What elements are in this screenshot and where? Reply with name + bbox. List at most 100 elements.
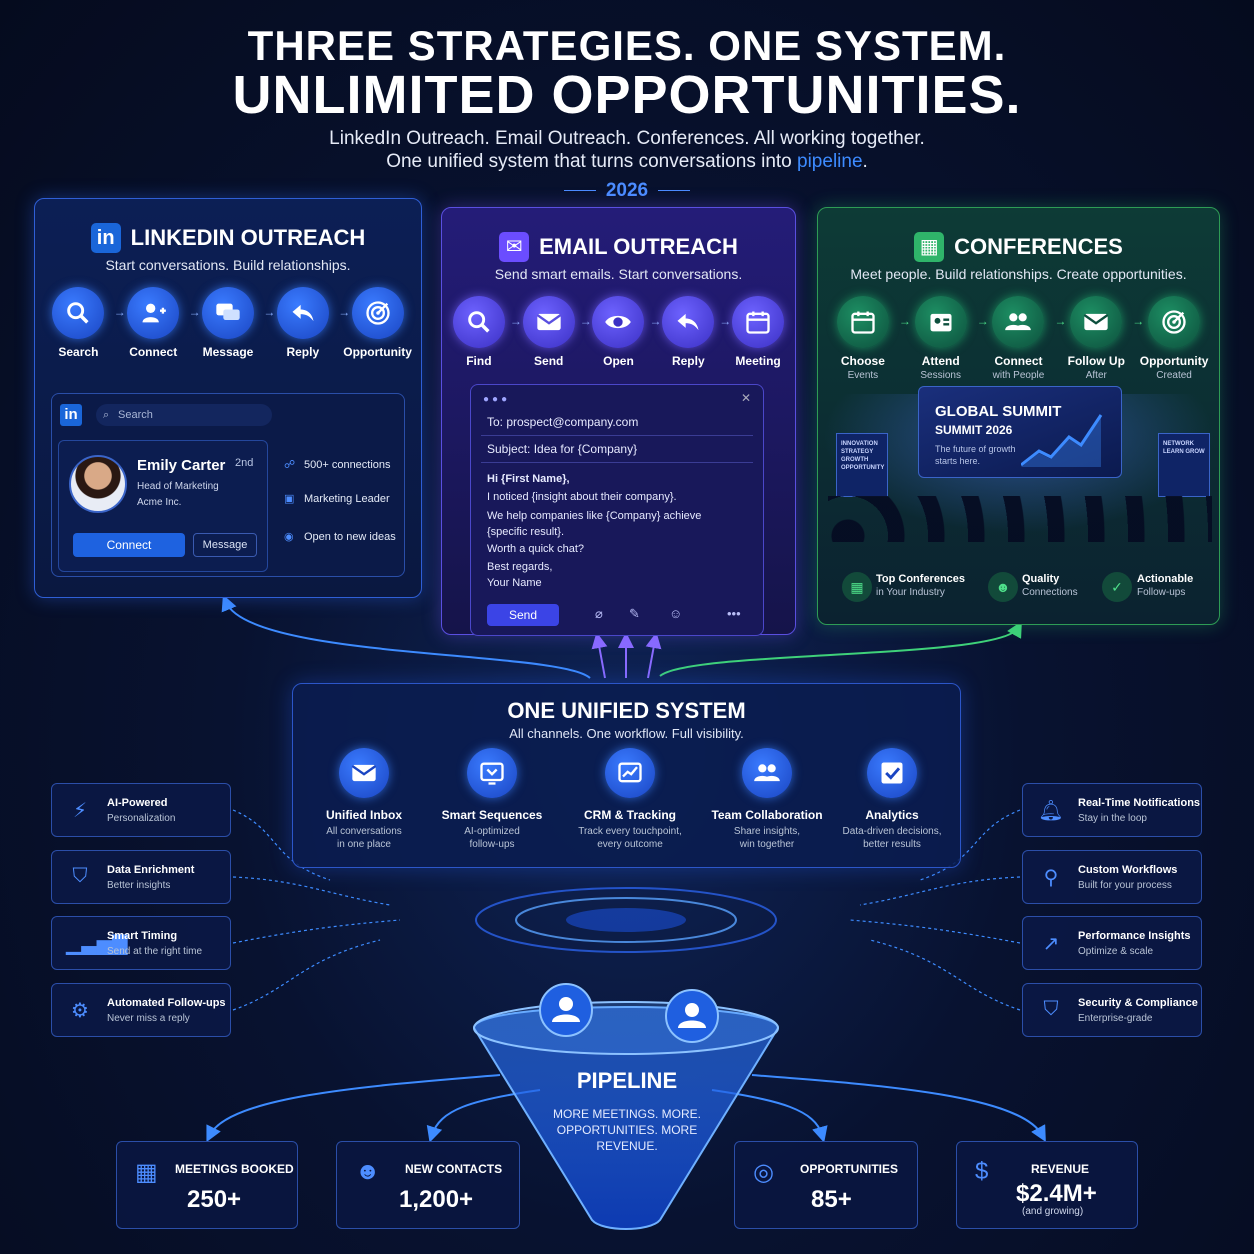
footer-sub: Follow-ups	[1137, 587, 1186, 598]
metric-value: $2.4M+	[1016, 1180, 1097, 1207]
linkedin-step-opportunity: Opportunity	[340, 287, 415, 359]
step-label: Open	[603, 354, 634, 368]
message-button[interactable]: Message	[193, 533, 257, 557]
linkedin-subtitle: Start conversations. Build relationships…	[105, 257, 351, 273]
audience-silhouettes	[828, 496, 1212, 542]
workflow-icon: ⚲	[1043, 867, 1059, 889]
email-step-send: Send→	[516, 296, 592, 368]
side-sub: Built for your process	[1078, 880, 1172, 891]
shield-check-icon: ⛉	[1043, 998, 1059, 1020]
people-icon: ☻	[355, 1158, 381, 1185]
calendar-icon	[732, 296, 785, 348]
reply-icon	[662, 296, 715, 348]
subtitle-line2-end: .	[862, 151, 868, 172]
feature-desc: win together	[739, 839, 795, 850]
conferences-panel: ▦CONFERENCES Meet people. Build relation…	[817, 207, 1220, 625]
envelope-icon	[1070, 296, 1123, 348]
sequence-icon	[467, 748, 517, 798]
feature-desc: in one place	[337, 839, 391, 850]
checkbox-icon	[867, 748, 917, 798]
side-sub: Enterprise-grade	[1078, 1013, 1153, 1024]
attachment-icon[interactable]: ⌀	[595, 606, 603, 621]
email-steps: Find→ Send→ Open→ Reply→ Meeting	[442, 296, 795, 368]
linkedin-title-text: LINKEDIN OUTREACH	[130, 225, 366, 250]
send-button[interactable]: Send	[487, 604, 559, 626]
linkedin-steps: Search→ Connect→ Message→ Reply→ Opportu…	[35, 287, 421, 359]
close-icon[interactable]: ✕	[740, 391, 751, 405]
envelope-icon	[522, 296, 575, 348]
step-label: Follow Up	[1067, 354, 1125, 368]
metric-label: OPPORTUNITIES	[800, 1162, 899, 1176]
lightning-icon: ⚡	[72, 800, 88, 822]
feature-desc: Data-driven decisions,	[842, 826, 942, 837]
linkedin-small-logo-icon: in	[60, 404, 82, 426]
eye-icon	[592, 296, 645, 348]
compass-icon: ◉	[284, 531, 294, 543]
metric-value: 250+	[187, 1186, 242, 1213]
subtitle-line2-text: One unified system that turns conversati…	[386, 151, 798, 172]
avatar	[69, 455, 127, 513]
feature-desc: Track every touchpoint,	[578, 826, 682, 837]
metric-note: (and growing)	[1022, 1206, 1084, 1217]
trend-chart-icon: ↗	[1042, 933, 1060, 955]
metric-value: 1,200+	[399, 1186, 474, 1213]
window-dots-icon: ●●●	[483, 394, 511, 405]
emoji-icon[interactable]: ☺	[669, 606, 683, 621]
profile-company: Acme Inc.	[137, 497, 182, 508]
feature-desc: follow-ups	[469, 839, 515, 850]
email-step-open: Open→	[585, 296, 661, 368]
linkedin-step-search: Search→	[41, 287, 126, 359]
calendar-check-icon: ▦	[842, 572, 872, 602]
feature-label: Unified Inbox	[326, 808, 402, 822]
growth-chart-icon	[1021, 414, 1103, 467]
conferences-title: ▦CONFERENCES	[818, 232, 1219, 262]
more-icon[interactable]: •••	[727, 606, 741, 621]
pipeline-title: PIPELINE	[576, 1068, 678, 1093]
year-label: 2026	[0, 180, 1254, 202]
envelope-logo-icon: ✉	[499, 232, 530, 262]
email-body-line: Worth a quick chat?	[487, 543, 585, 555]
step-label: Message	[202, 345, 254, 359]
linkedin-profile-card: in ⌕Search Emily Carter 2nd Head of Mark…	[51, 393, 405, 577]
step-label: Reply	[671, 354, 705, 368]
sign-left: INNOVATION STRATEGY GROWTH OPPORTUNITY	[836, 433, 888, 497]
fact-text: 500+ connections	[304, 459, 391, 471]
feature-desc: every outcome	[597, 839, 663, 850]
fact-text: Open to new ideas	[304, 531, 396, 543]
target-icon	[1148, 296, 1201, 348]
email-body-line: {specific result}.	[487, 526, 565, 538]
step-label: Reply	[286, 345, 320, 359]
step-label: Attend	[921, 354, 960, 368]
email-to-field[interactable]: To: prospect@company.com	[487, 415, 639, 429]
email-subtitle: Send smart emails. Start conversations.	[494, 266, 743, 282]
summit-tagline: The future of growth starts here.	[935, 444, 1016, 466]
pen-icon[interactable]: ✎	[629, 606, 640, 621]
search-icon	[452, 296, 505, 348]
side-label: Data Enrichment	[107, 864, 195, 876]
linkedin-search-input[interactable]: ⌕Search	[96, 404, 272, 426]
connect-button[interactable]: Connect	[73, 533, 185, 557]
email-subject-field[interactable]: Subject: Idea for {Company}	[487, 442, 638, 456]
summit-title: GLOBAL SUMMIT	[935, 403, 1062, 420]
linkedin-step-connect: Connect→	[116, 287, 201, 359]
profile-box: Emily Carter 2nd Head of Marketing Acme …	[58, 440, 268, 572]
email-body-line: Best regards,	[487, 561, 553, 573]
reply-icon	[276, 287, 329, 339]
conferences-subtitle: Meet people. Build relationships. Create…	[850, 266, 1187, 282]
step-label: Opportunity	[1139, 354, 1209, 368]
email-body-line: We help companies like {Company} achieve	[487, 510, 702, 522]
unified-subtitle: All channels. One workflow. Full visibil…	[509, 726, 744, 741]
metric-label: NEW CONTACTS	[405, 1162, 503, 1176]
people-icon: ☍	[284, 459, 296, 471]
side-label: Automated Follow-ups	[107, 997, 226, 1009]
